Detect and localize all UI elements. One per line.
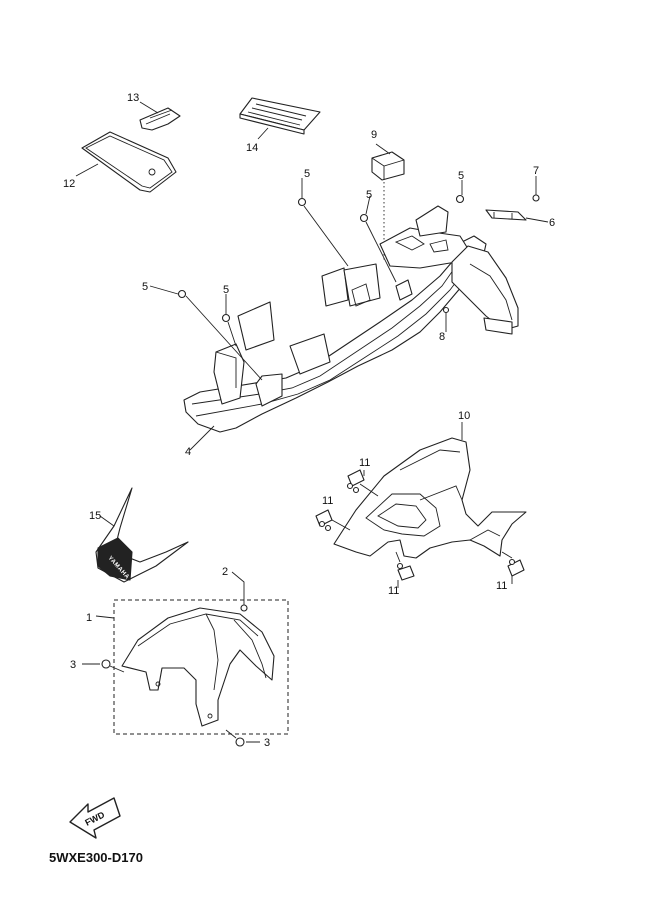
part-10-tail-cover: [333, 422, 527, 559]
callout-11-bottom: 11: [388, 585, 399, 597]
callout-5-left: 5: [142, 281, 148, 293]
front-fender-fasteners: [82, 571, 260, 747]
callout-10: 10: [458, 410, 470, 422]
callout-11-left: 11: [322, 495, 333, 507]
callout-12: 12: [63, 178, 75, 190]
callout-5-top-right: 5: [458, 170, 464, 182]
callout-5-inner: 5: [223, 284, 229, 296]
part-8-rear-flap: [442, 245, 519, 335]
part-4-rear-fender: [183, 205, 487, 451]
part-14-manual: [239, 97, 321, 140]
callout-6: 6: [549, 217, 555, 229]
part-6-bracket: [485, 209, 549, 223]
callout-3-bottom: 3: [264, 737, 270, 749]
callout-labels: 13 14 12 9 5 5 5 7 6 5 5 8 4 10 11 11 11…: [63, 92, 555, 749]
callout-2: 2: [222, 566, 228, 578]
callout-5-top-mid: 5: [366, 189, 372, 201]
fwd-arrow-icon: FWD: [69, 797, 121, 839]
callout-13: 13: [127, 92, 139, 104]
callout-9: 9: [371, 129, 377, 141]
callout-11-right: 11: [496, 580, 507, 592]
part-9-block: [371, 143, 405, 260]
part-12-tool-bag: [75, 131, 177, 193]
callout-5-top-left: 5: [304, 168, 310, 180]
part-1-front-fender: [95, 599, 289, 735]
callout-15: 15: [89, 510, 101, 522]
diagram-code: 5WXE300-D170: [49, 850, 143, 865]
part-7-bolt: [532, 176, 540, 202]
bolts-5: [149, 178, 465, 381]
callout-11-top: 11: [359, 457, 370, 469]
callout-14: 14: [246, 142, 258, 154]
callout-1: 1: [86, 612, 92, 624]
callout-8: 8: [439, 331, 445, 343]
part-13-clip: [139, 101, 181, 131]
callout-4: 4: [185, 446, 191, 458]
clips-11: [315, 469, 525, 588]
callout-7: 7: [533, 165, 539, 177]
part-15-sticker: YAMAHA: [95, 487, 189, 583]
callout-3-left: 3: [70, 659, 76, 671]
